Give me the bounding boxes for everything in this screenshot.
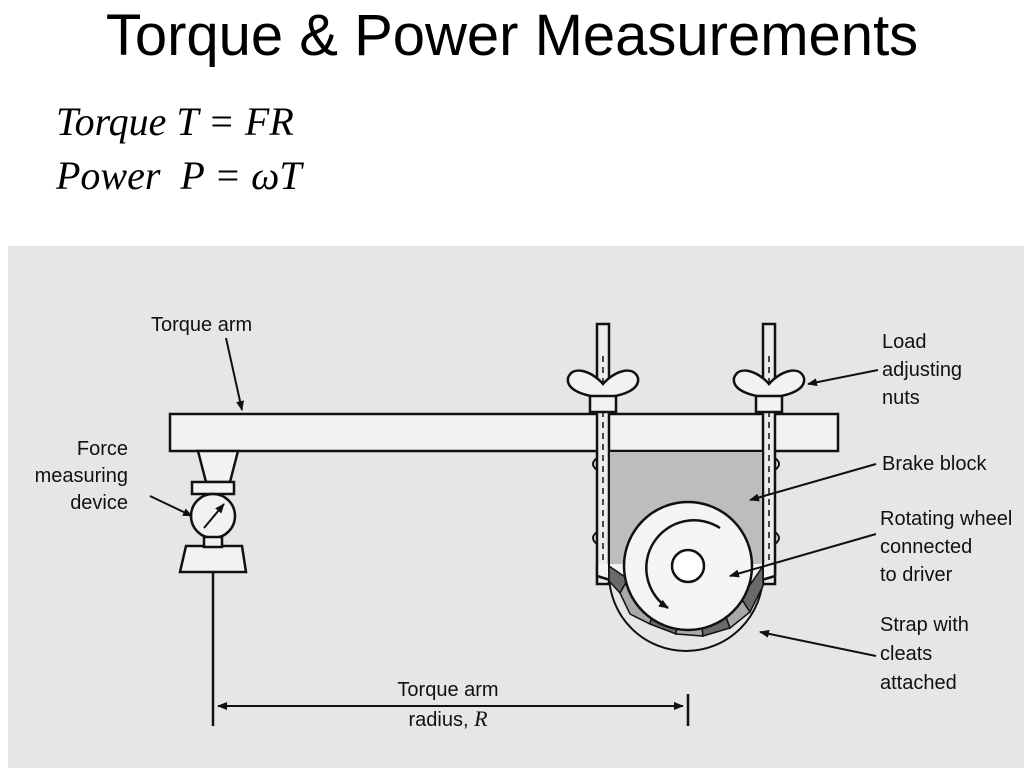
torque-formula: Torque T = FR — [56, 99, 294, 144]
left-wing-nut-icon — [566, 369, 640, 414]
label-load-nuts-line2: adjusting — [882, 359, 962, 381]
torque-arm-leader — [225, 337, 244, 411]
force-device-leader — [149, 495, 193, 517]
label-radius-prefix: radius, — [408, 709, 474, 731]
diagram-background — [8, 246, 1024, 768]
label-radius-symbol: R — [473, 706, 488, 731]
label-strap-line3: attached — [880, 672, 957, 694]
label-load-nuts-line1: Load — [882, 331, 927, 353]
load-nuts-leader — [807, 369, 879, 387]
label-force-device-line1: Force — [77, 438, 128, 460]
power-formula: Power P = ωT — [56, 153, 302, 198]
label-radius-line2: radius, R — [408, 706, 488, 731]
label-force-device-line3: device — [70, 492, 128, 514]
wheel-leader — [729, 533, 877, 578]
torque-arm — [168, 412, 840, 453]
label-wheel-line3: to driver — [880, 564, 953, 586]
label-load-nuts-line3: nuts — [882, 387, 920, 409]
brake-block-leader — [749, 463, 877, 502]
wheel-hub — [670, 548, 706, 584]
rotation-arrow-icon — [645, 519, 721, 610]
strap-inner — [608, 564, 764, 652]
slide-title: Torque & Power Measurements — [105, 3, 919, 68]
label-wheel-line1: Rotating wheel — [880, 508, 1012, 530]
strap-leader — [759, 629, 877, 657]
label-radius-line1: Torque arm — [397, 679, 498, 701]
prony-brake-diagram: Torque arm Force measuring device Load a… — [8, 246, 1024, 768]
label-strap-line1: Strap with — [880, 614, 969, 636]
label-torque-arm: Torque arm — [151, 314, 252, 336]
right-wing-nut-icon — [732, 369, 806, 414]
label-wheel-line2: connected — [880, 536, 972, 558]
label-strap-line2: cleats — [880, 643, 932, 665]
label-force-device-line2: measuring — [35, 465, 128, 487]
label-brake-block: Brake block — [882, 453, 987, 475]
